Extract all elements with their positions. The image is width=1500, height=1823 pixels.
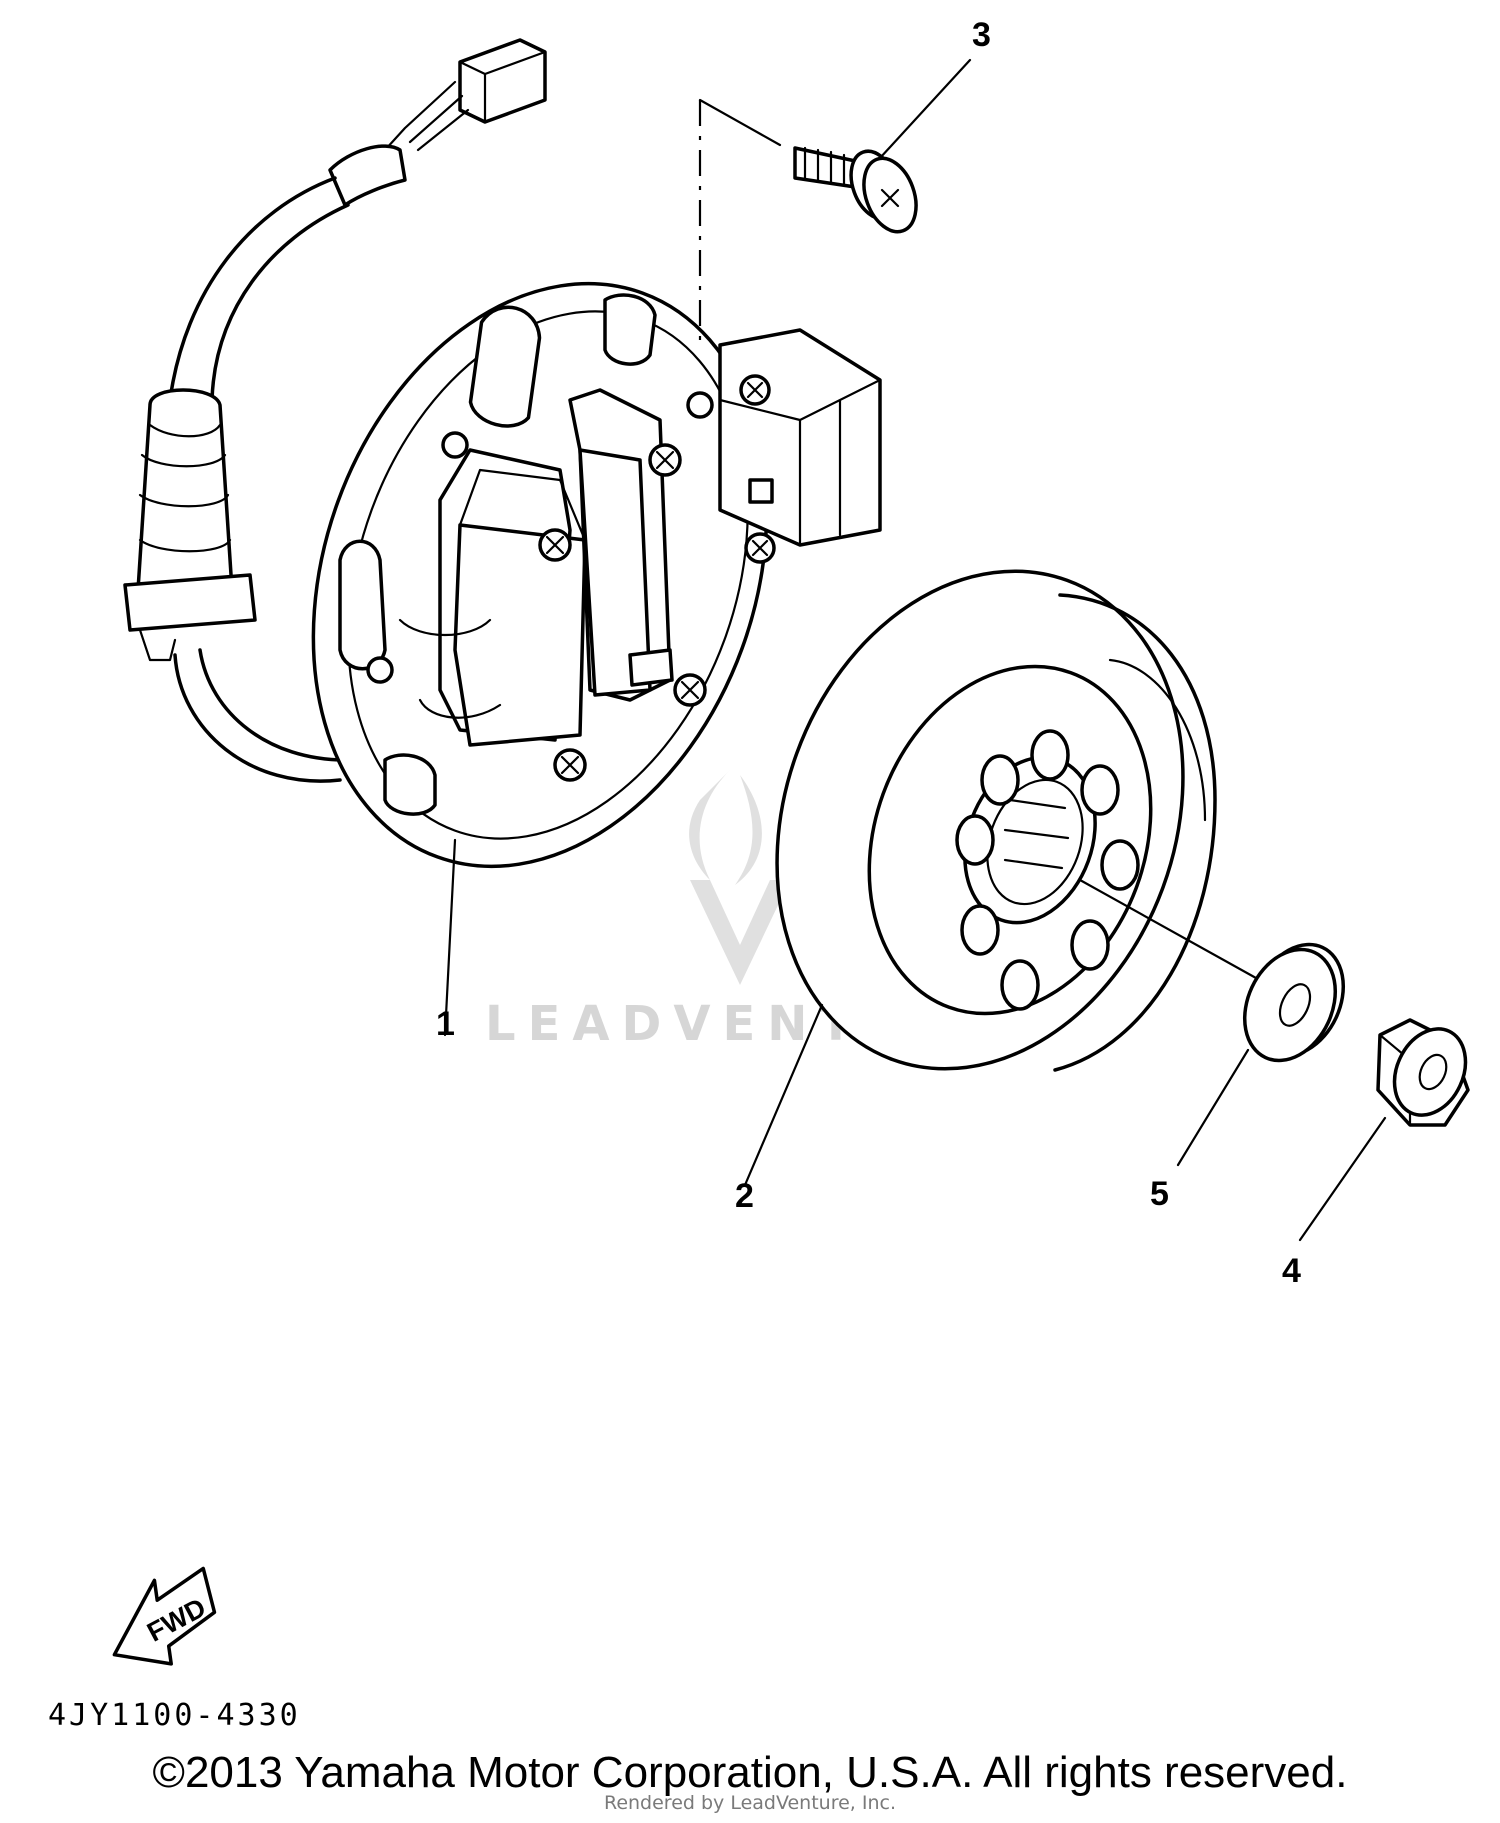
flywheel-rotor [775, 569, 1217, 1072]
callout-2[interactable]: 2 [735, 1177, 754, 1215]
callout-4[interactable]: 4 [1282, 1252, 1301, 1290]
washer [1242, 942, 1346, 1063]
callouts: 1 2 3 4 5 [436, 16, 1301, 1290]
stator-assembly [311, 281, 882, 869]
rendered-by: Rendered by LeadVenture, Inc. [603, 1792, 897, 1814]
diagram-code: 4JY1100-4330 [48, 1698, 301, 1733]
callout-5[interactable]: 5 [1150, 1175, 1169, 1213]
fwd-arrow-icon: FWD [112, 1566, 217, 1666]
leader-lines [443, 58, 1387, 1242]
callout-1[interactable]: 1 [436, 1005, 455, 1043]
wire-harness [123, 38, 547, 783]
callout-3[interactable]: 3 [972, 16, 991, 54]
screw [698, 98, 918, 345]
nut [1376, 1018, 1470, 1127]
copyright-notice: ©2013 Yamaha Motor Corporation, U.S.A. A… [152, 1748, 1348, 1797]
